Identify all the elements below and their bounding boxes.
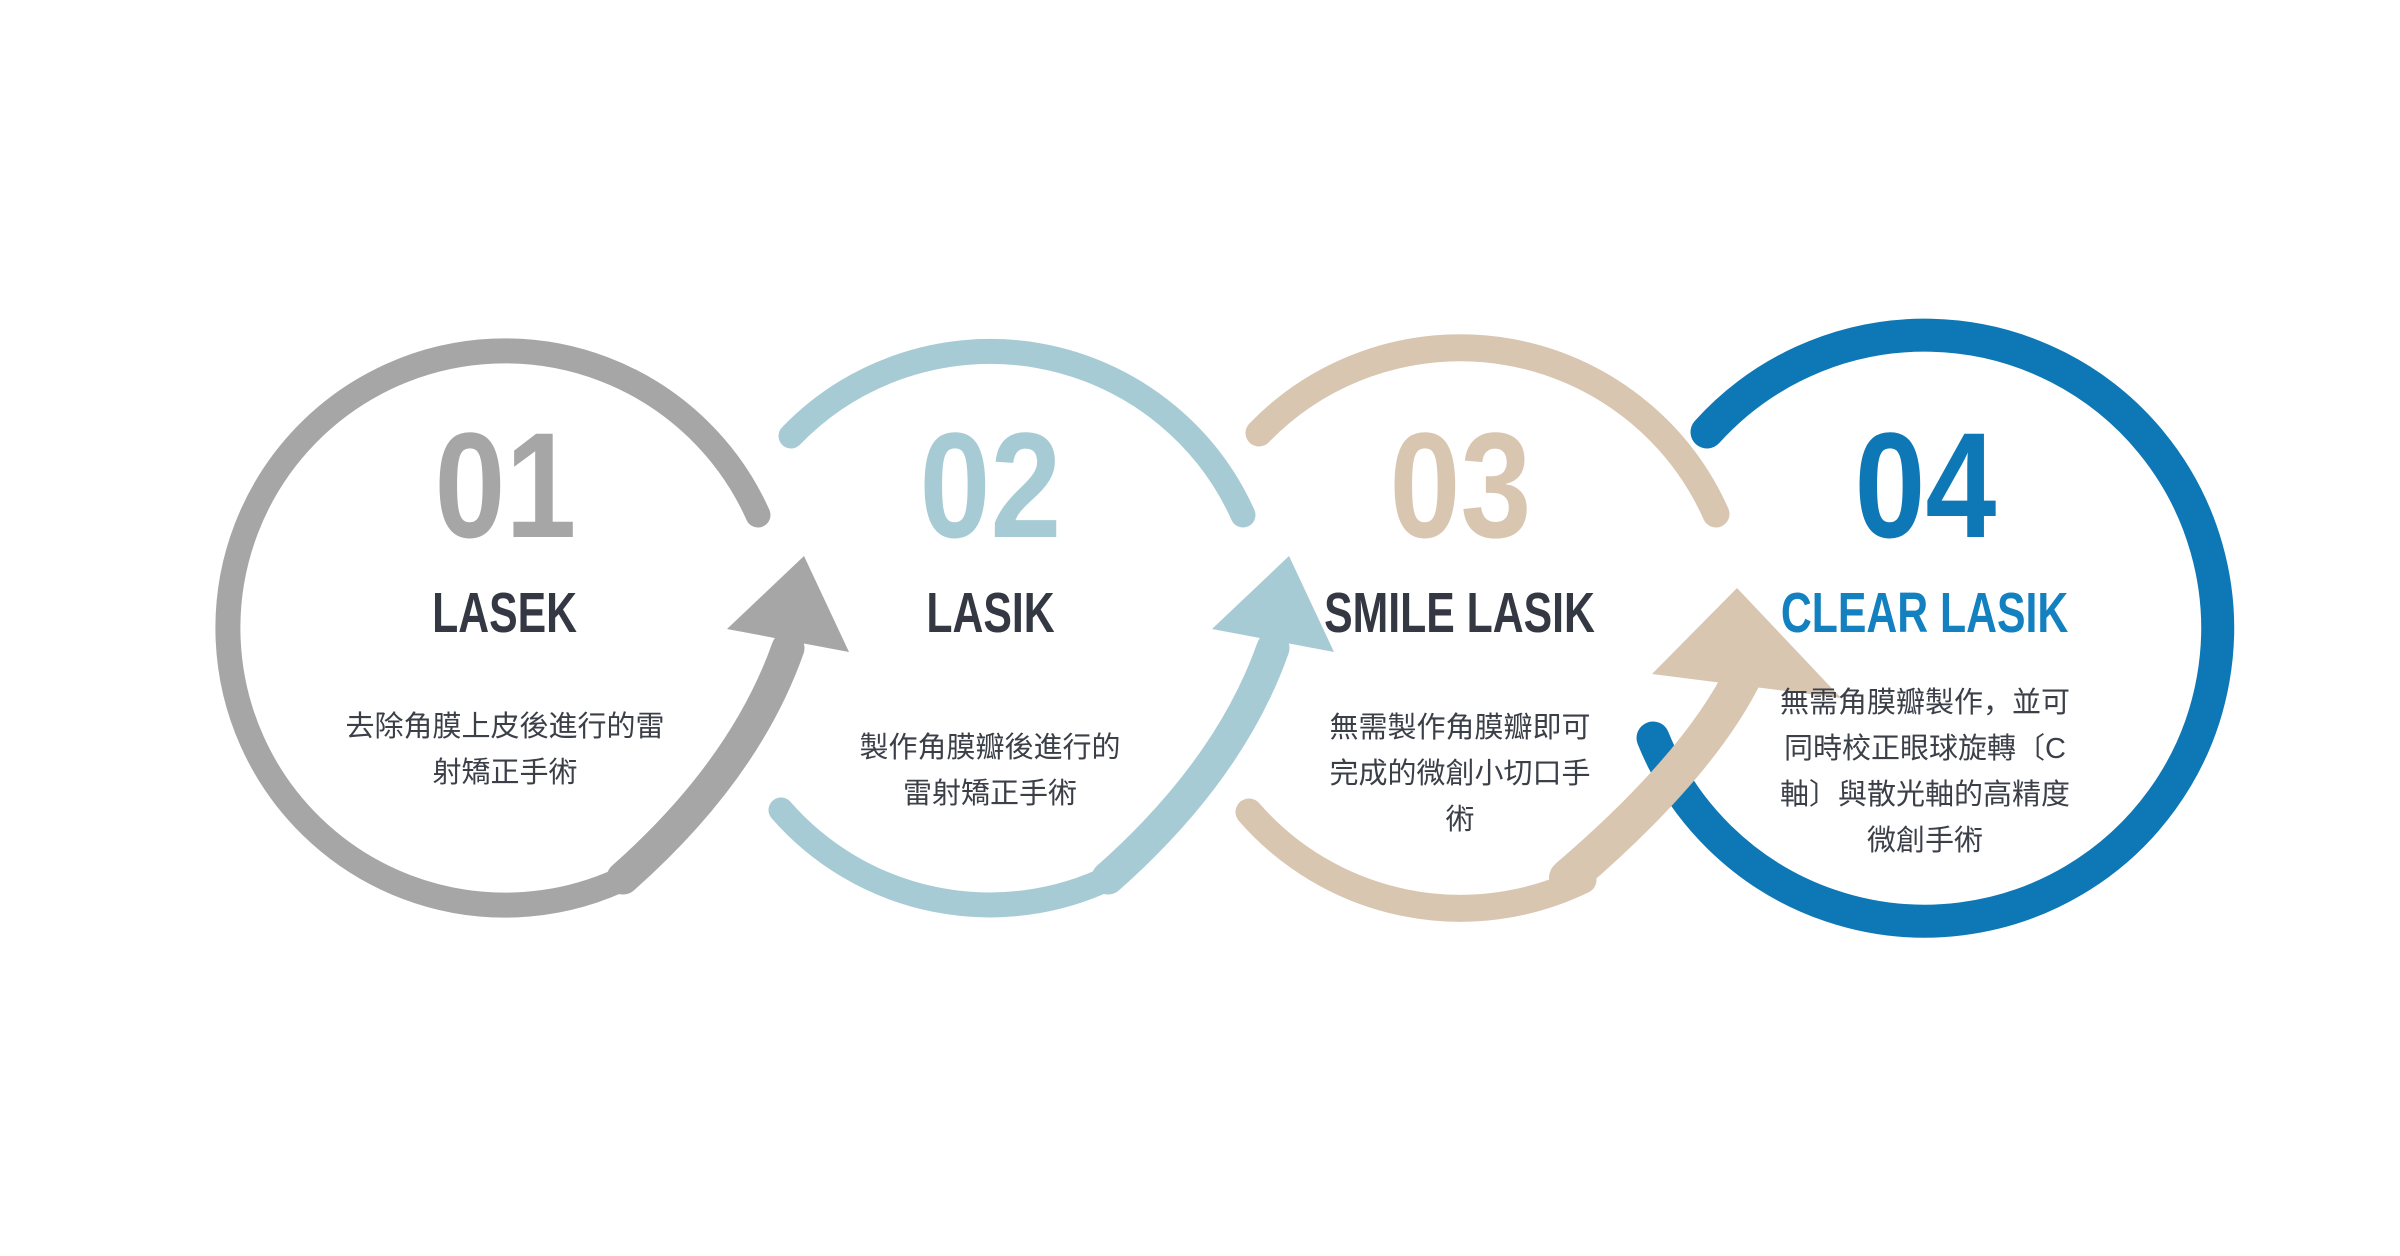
step-2-number: 02 [790, 410, 1190, 560]
step-1-number: 01 [305, 410, 705, 560]
step2-circle-ring-top [778, 338, 1256, 528]
step3-circle-ring-bottom [1235, 798, 1597, 922]
step-4-title: CLEAR LASIK [1675, 584, 2175, 642]
step-1-title-text: LASEK [432, 581, 578, 645]
step-2-title: LASIK [740, 584, 1240, 642]
arrow-1-head-icon [727, 556, 849, 652]
step-1-title: LASEK [255, 584, 755, 642]
step-2-number-text: 02 [919, 401, 1061, 569]
step-4-description: 無需角膜瓣製作，並可 同時校正眼球旋轉〔C 軸〕與散光軸的高精度 微創手術 [1779, 687, 2070, 857]
arrow-3-head-icon [1652, 588, 1841, 698]
step-3-title: SMILE LASIK [1210, 584, 1710, 642]
arrow-2-tail [1091, 631, 1290, 895]
step2-circle-ring-bottom [768, 797, 1124, 918]
step1-circle-ring [215, 338, 771, 918]
step3-circle-ring-top [1245, 334, 1730, 528]
step-2-title-text: LASIK [925, 581, 1055, 645]
step4-circle-ring [1636, 318, 2235, 938]
step-1-number-text: 01 [434, 401, 576, 569]
step-3-number: 03 [1260, 410, 1660, 560]
arrow-2-head-icon [1212, 556, 1334, 652]
step-4-number-text: 04 [1854, 401, 1996, 569]
step-3-description: 無需製作角膜瓣即可 完成的微創小切口手 術 [1329, 712, 1591, 836]
step-3-number-text: 03 [1389, 401, 1531, 569]
step-3-title-text: SMILE LASIK [1324, 581, 1596, 645]
step-4-title-text: CLEAR LASIK [1781, 581, 2069, 645]
step-2-description: 製作角膜瓣後進行的 雷射矯正手術 [859, 732, 1121, 810]
step-1-description: 去除角膜上皮後進行的雷 射矯正手術 [345, 711, 665, 789]
arrow-3-tail [1549, 653, 1764, 897]
step-4-number: 04 [1725, 410, 2125, 560]
arrow-1-tail [606, 631, 805, 895]
